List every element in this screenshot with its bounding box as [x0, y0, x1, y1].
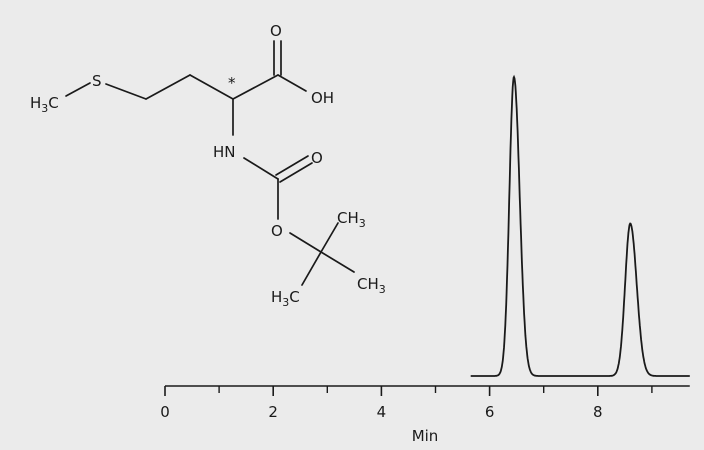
bond-s-ch2 — [105, 83, 147, 100]
x-tick-label: 8 — [593, 403, 603, 421]
x-tick-label: 2 — [268, 403, 278, 421]
x-tick-label: 4 — [377, 403, 387, 421]
stereo-mark: * — [228, 74, 236, 92]
atom-h3c-bottom: H3C — [271, 288, 300, 309]
atom-hn: HN — [213, 143, 236, 161]
bond-calpha-ccooh — [232, 74, 279, 100]
x-tick-label: 6 — [485, 403, 495, 421]
bond-cq-ch3b — [320, 251, 355, 273]
bond-c-o-carbamate-2 — [279, 162, 313, 183]
bond-cq-ch3a — [320, 222, 339, 253]
bond-ch2-calpha — [189, 74, 234, 100]
atom-o-acid: O — [270, 22, 282, 40]
atom-oh: OH — [311, 89, 334, 107]
atom-o-carbonyl: O — [311, 149, 323, 167]
atom-ch3-b: CH3 — [357, 275, 386, 296]
bond-cq-h3c — [301, 251, 322, 286]
atom-h3c-top: H3C — [30, 94, 59, 115]
chromatogram-trace — [470, 74, 690, 377]
atom-ch3-a: CH3 — [337, 209, 366, 230]
atom-s: S — [92, 72, 102, 90]
bond-c-oh — [277, 74, 307, 92]
x-axis: 0 2 4 6 8 — [160, 385, 690, 421]
bond-oester-cq — [289, 232, 322, 253]
molecular-structure: H3C S * O OH HN O O CH3 CH3 H3C — [30, 22, 386, 309]
x-axis-title: Min — [412, 427, 439, 445]
bond-n-ccarbamate — [243, 157, 279, 180]
x-tick-label: 0 — [160, 403, 170, 421]
bond-ch2-ch2 — [145, 74, 191, 100]
bond-ch3-s — [65, 82, 91, 97]
atom-o-ester: O — [271, 222, 283, 240]
bond-c-o-carbamate-1 — [275, 155, 309, 176]
